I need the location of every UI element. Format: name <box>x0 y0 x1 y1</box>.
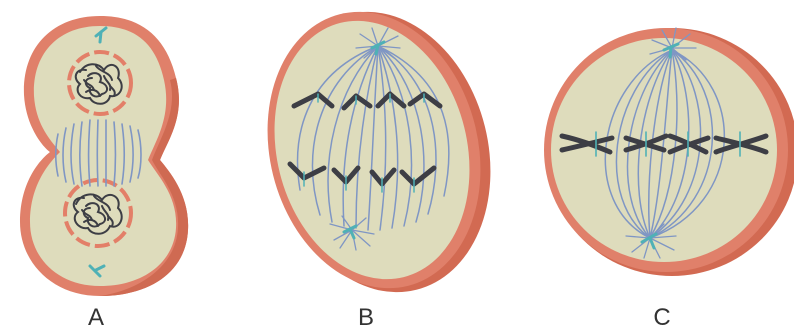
panel-label-b: B <box>346 304 386 332</box>
panel-label-c: C <box>642 304 682 332</box>
cell-a <box>20 16 188 296</box>
panel-label-a: A <box>76 304 116 332</box>
cell-b <box>239 0 519 315</box>
cell-c <box>544 28 794 276</box>
